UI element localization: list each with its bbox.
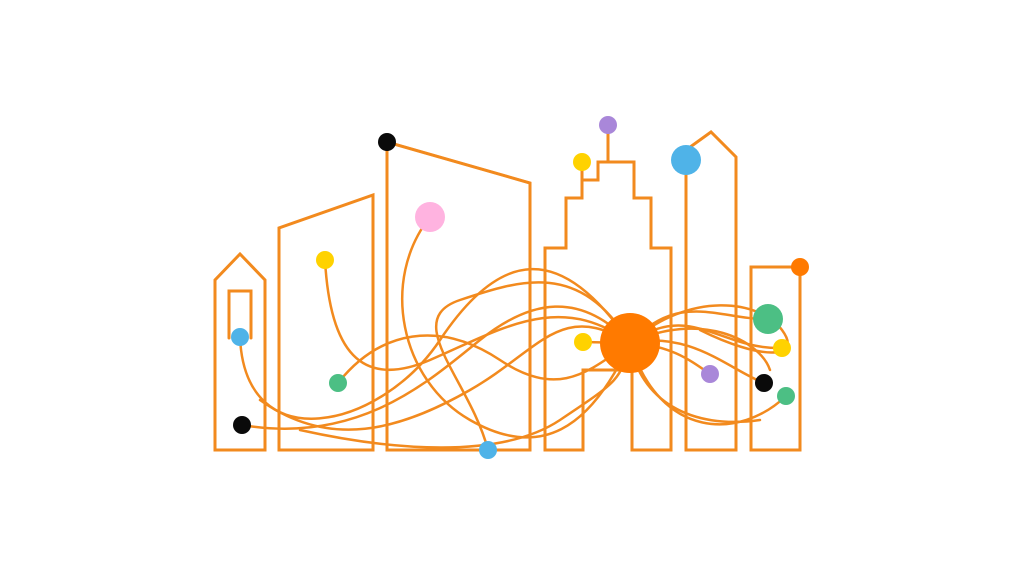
network-nodes (231, 116, 809, 459)
node-yellow-right (773, 339, 791, 357)
building-tall-slanted (385, 140, 532, 452)
wire-hub-to-green-bottom (628, 341, 788, 426)
building-small-house (213, 251, 267, 452)
wire-lower-sweep-2 (298, 341, 632, 449)
node-orange-corner (791, 258, 809, 276)
node-green-large (753, 304, 783, 334)
building-small-house-window (227, 289, 253, 340)
node-green-right-bottom (777, 387, 795, 405)
node-purple-top (599, 116, 617, 134)
hub-node (600, 313, 660, 373)
node-blue-left (231, 328, 249, 346)
node-green-left (329, 374, 347, 392)
node-blue-bottom (479, 441, 497, 459)
node-yellow-tower (573, 153, 591, 171)
node-pink (415, 202, 445, 232)
node-purple-right (701, 365, 719, 383)
wire-lower-sweep (258, 325, 632, 431)
building-slanted-left (277, 192, 375, 452)
network-wires (238, 140, 802, 452)
building-pointed-tower (684, 130, 738, 452)
node-black-left (233, 416, 251, 434)
node-yellow-left (316, 251, 334, 269)
wire-blue-bottom-to-hub (435, 281, 632, 452)
node-black-right (755, 374, 773, 392)
building-right-block (749, 265, 802, 452)
wire-pink-to-hub (401, 215, 632, 439)
wire-yellow-left-to-hub (323, 258, 632, 372)
node-blue-large (671, 145, 701, 175)
wire-blue-left-to-hub (238, 267, 632, 420)
wire-green-left-to-hub (336, 334, 632, 385)
building-outlines (213, 123, 802, 452)
wire-hub-loop-right (628, 304, 789, 354)
wire-black-to-hub (240, 305, 632, 430)
node-yellow-mid (574, 333, 592, 351)
wire-black-top-to-building (385, 140, 532, 185)
node-black-top (378, 133, 396, 151)
